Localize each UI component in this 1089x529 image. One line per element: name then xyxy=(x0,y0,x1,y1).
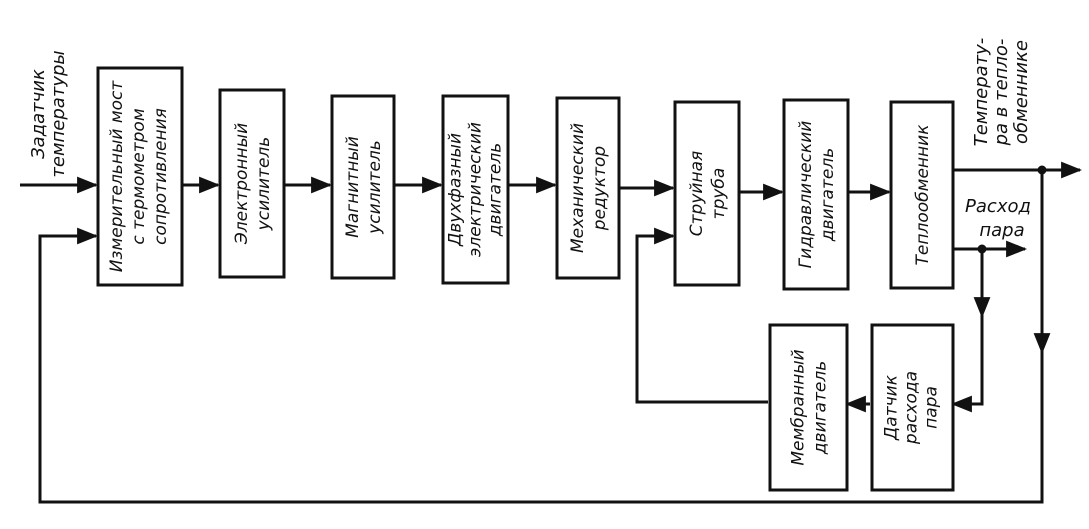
label-bridge-2: с термометром xyxy=(129,108,149,245)
label-bridge-1: Измерительный мост xyxy=(107,80,127,273)
block-measuring-bridge xyxy=(96,66,184,287)
label-el-amp-2: усилитель xyxy=(254,137,274,232)
label-reducer-1: Механический xyxy=(568,123,588,253)
label-motor-3: двигатель xyxy=(486,143,506,237)
block-heat-exchanger xyxy=(889,100,955,290)
label-setpoint-1: Задатчик xyxy=(28,69,49,159)
label-temperature-1: Температу- xyxy=(971,38,992,147)
label-flow-sensor-1: Датчик xyxy=(882,374,902,441)
label-hydr-motor-2: двигатель xyxy=(818,148,838,242)
temperature-feedback-loop xyxy=(38,170,1044,504)
block-flow-sensor xyxy=(870,323,955,492)
label-motor-2: электрический xyxy=(466,122,486,257)
label-jet-pipe-2: труба xyxy=(709,168,729,220)
label-temperature-3: обменнике xyxy=(1011,40,1032,144)
label-bridge-3: сопротивления xyxy=(151,108,171,245)
block-magnetic-amplifier xyxy=(330,94,396,280)
block-two-phase-motor xyxy=(441,94,510,285)
label-motor-1: Двухфазный xyxy=(446,133,466,247)
label-mag-amp-1: Магнитный xyxy=(343,136,363,238)
label-flow-sensor-2: расхода xyxy=(902,371,922,445)
label-reducer-2: редуктор xyxy=(590,146,610,232)
label-temperature-2: ра в тепло- xyxy=(991,39,1012,147)
block-hydraulic-motor xyxy=(782,98,850,291)
label-steam-flow-2: пара xyxy=(979,220,1024,241)
junction-temperature xyxy=(1037,165,1047,175)
block-membrane-motor xyxy=(768,323,849,492)
label-setpoint-2: температуры xyxy=(48,50,69,177)
label-membrane-1: Мембранный xyxy=(789,349,809,465)
block-jet-pipe xyxy=(673,100,741,287)
label-flow-sensor-3: пара xyxy=(922,386,942,429)
membrane-to-jet-pipe-loop xyxy=(635,227,768,404)
label-heat-exch: Теплообменник xyxy=(913,124,933,266)
label-membrane-2: двигатель xyxy=(811,361,831,455)
label-steam-flow-1: Расход xyxy=(965,196,1031,217)
block-mechanical-reducer xyxy=(555,96,621,280)
steam-to-flow-sensor-line xyxy=(950,249,984,413)
label-hydr-motor-1: Гидравлический xyxy=(796,121,816,269)
label-el-amp-1: Электронный xyxy=(232,123,252,245)
junction-steam xyxy=(977,244,987,254)
block-electronic-amplifier xyxy=(218,88,286,279)
label-mag-amp-2: усилитель xyxy=(365,140,385,235)
label-jet-pipe-1: Струйная xyxy=(687,151,707,236)
